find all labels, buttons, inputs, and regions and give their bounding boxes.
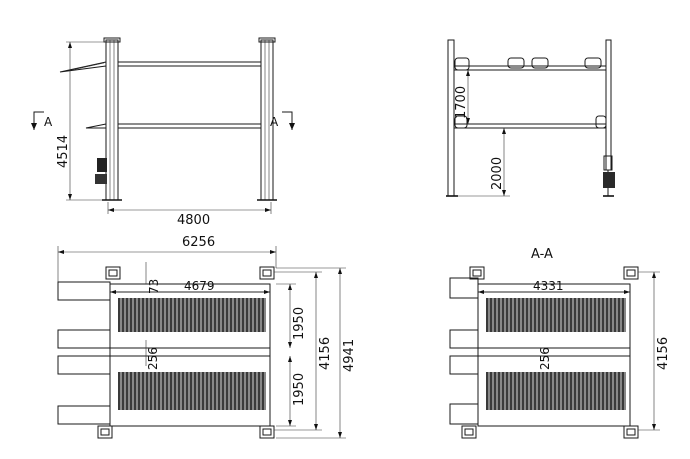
section-mark-left bbox=[33, 111, 44, 130]
plan-lower-grating bbox=[118, 372, 266, 410]
plan-offset-label: 73 bbox=[147, 279, 161, 294]
plan-inner-width-label: 4679 bbox=[184, 279, 215, 293]
section-mark-right bbox=[282, 111, 293, 130]
section-post-top-right bbox=[623, 266, 639, 280]
section-gap-label: 256 bbox=[538, 347, 552, 370]
plan-overall-depth-label: 4941 bbox=[342, 339, 357, 372]
plan-inner-depth-label: 4156 bbox=[318, 337, 333, 370]
side-right-post bbox=[605, 39, 612, 171]
section-mark-left-label: A bbox=[44, 115, 53, 129]
front-view: 4514 4800 A A bbox=[31, 37, 295, 228]
section-post-bottom-left bbox=[461, 425, 477, 439]
plan-post-top-right bbox=[259, 266, 275, 280]
section-inner-width-label: 4331 bbox=[533, 279, 564, 293]
plan-overall-width-label: 6256 bbox=[182, 235, 215, 250]
plan-post-top-left bbox=[105, 266, 121, 280]
plan-post-bottom-left bbox=[97, 425, 113, 439]
plan-ramp-3 bbox=[57, 355, 111, 375]
front-left-post bbox=[105, 39, 119, 201]
plan-ramp-1 bbox=[57, 281, 111, 301]
section-post-bottom-right bbox=[623, 425, 639, 439]
front-upper-ramp bbox=[59, 61, 107, 73]
plan-ramp-4 bbox=[57, 405, 111, 425]
front-width-label: 4800 bbox=[177, 213, 210, 228]
plan-upper-grating bbox=[118, 298, 266, 332]
plan-upper-bay-label: 1950 bbox=[292, 307, 307, 340]
plan-lower-bay-label: 1950 bbox=[292, 373, 307, 406]
plan-ramp-2 bbox=[57, 329, 111, 349]
plan-view: 6256 4679 73 256 bbox=[57, 235, 357, 439]
section-post-top-left bbox=[469, 266, 485, 280]
section-view: A-A 4331 256 4156 bbox=[449, 247, 671, 439]
plan-post-bottom-right bbox=[259, 425, 275, 439]
plan-gap-label: 256 bbox=[146, 347, 160, 370]
motor-icon bbox=[97, 158, 107, 172]
front-height-label: 4514 bbox=[56, 135, 71, 168]
section-title: A-A bbox=[531, 247, 553, 262]
side-lower-height-label: 2000 bbox=[490, 157, 505, 190]
section-depth-label: 4156 bbox=[656, 337, 671, 370]
side-level-gap-label: 1700 bbox=[454, 86, 469, 119]
section-mark-right-label: A bbox=[270, 115, 279, 129]
side-view: 1700 2000 bbox=[446, 39, 615, 197]
front-lower-ramp bbox=[85, 123, 107, 129]
pump-icon bbox=[603, 172, 615, 188]
